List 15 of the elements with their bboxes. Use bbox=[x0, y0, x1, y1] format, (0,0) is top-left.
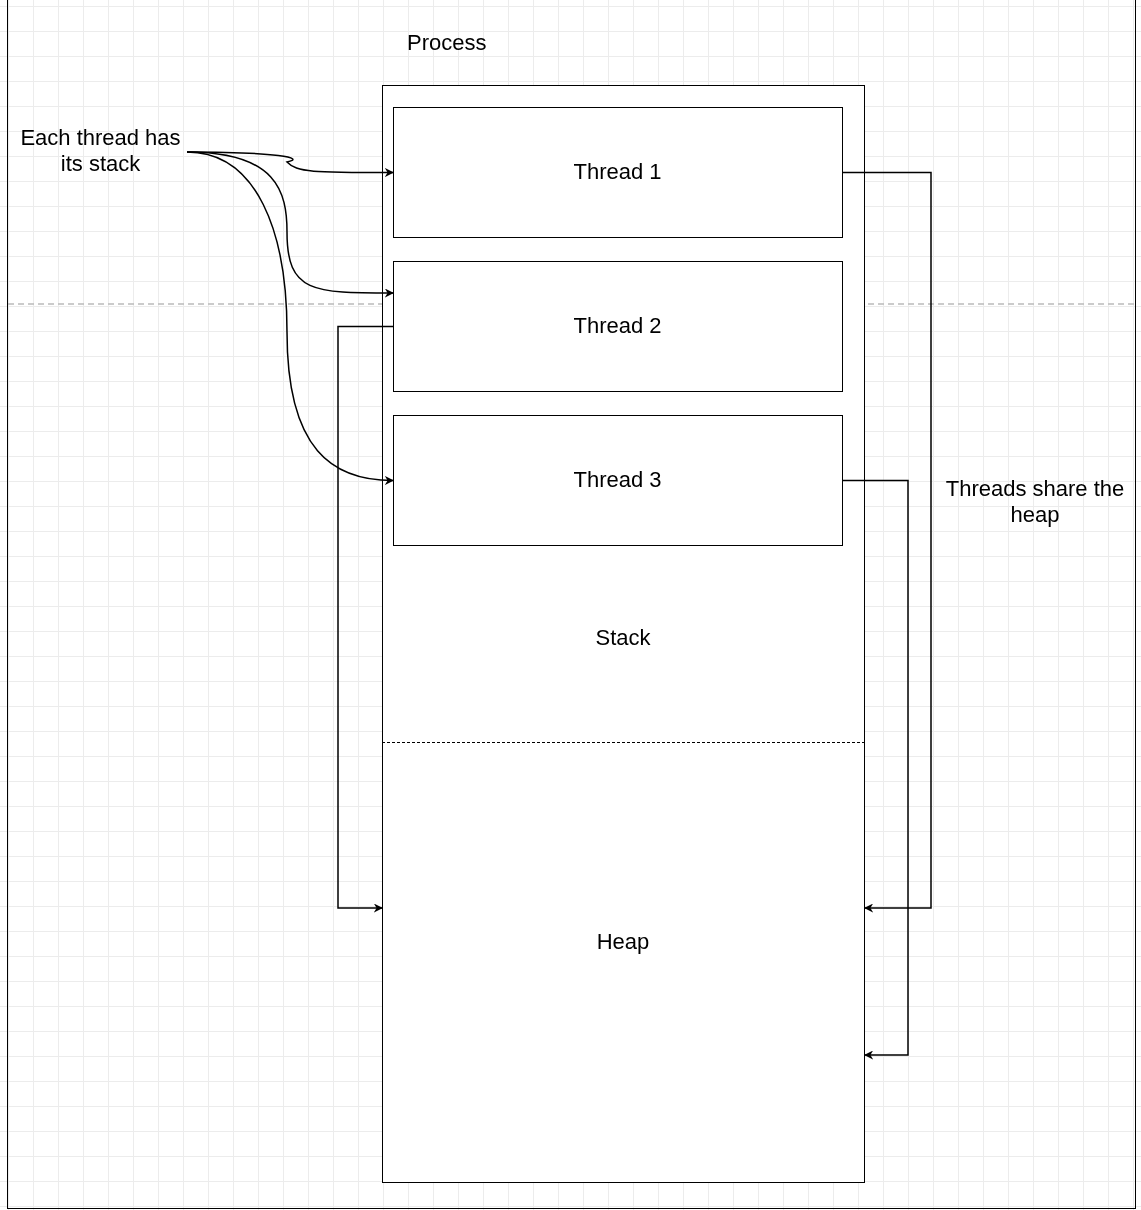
arrow bbox=[186, 151, 394, 485]
node-label: Each thread has its stack bbox=[19, 124, 182, 178]
arrow bbox=[337, 325, 394, 913]
arrow bbox=[842, 479, 909, 1060]
node-label: Thread 3 bbox=[573, 466, 662, 494]
container-heading: Process bbox=[407, 30, 487, 57]
node-label: Thread 2 bbox=[573, 312, 662, 340]
node-label: Heap bbox=[596, 929, 650, 956]
arrow bbox=[842, 171, 932, 913]
thread-box bbox=[392, 414, 843, 546]
node-label: Stack bbox=[595, 625, 651, 652]
thread-box bbox=[392, 106, 843, 238]
annotation-text: Threads share the heap bbox=[944, 476, 1126, 529]
thread-box bbox=[392, 260, 843, 392]
node-label: Thread 1 bbox=[573, 158, 662, 186]
